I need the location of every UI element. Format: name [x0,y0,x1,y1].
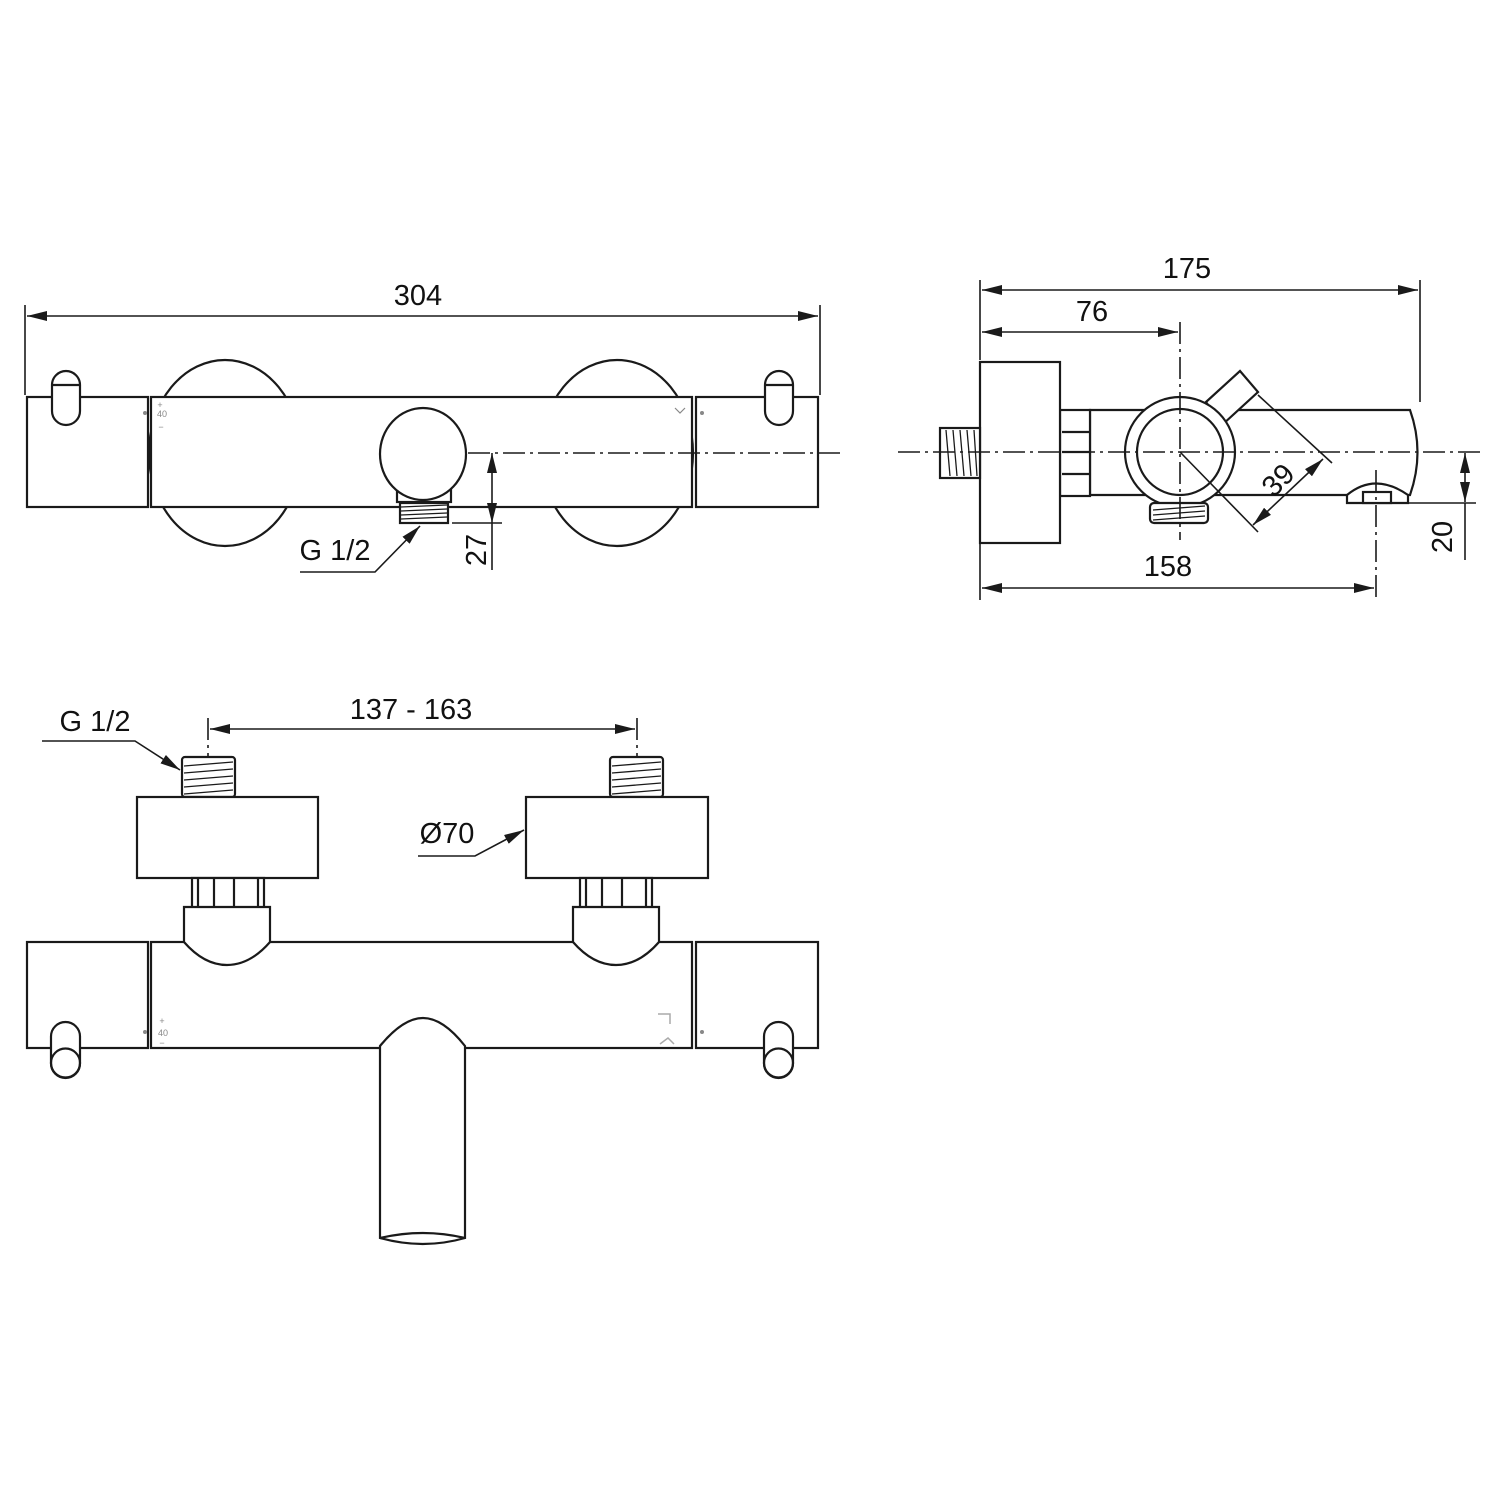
depth-label: 175 [1163,253,1211,285]
svg-text:+: + [159,1016,164,1026]
inlet-elbow-left [182,905,272,967]
shower-outlet-thread [1148,501,1210,525]
diverter-dimension-line [1252,458,1324,526]
shower-outlet [378,406,468,502]
front-view: 304 + 40 − 27 G 1 [24,280,842,573]
svg-text:40: 40 [158,1028,168,1038]
inlet-stem-left [190,876,266,910]
handle-cap-left [25,395,150,509]
thread-leader [42,740,181,771]
union-nut [1058,408,1092,498]
inlet-spacing-label: 137 - 163 [350,694,473,726]
flange-diameter-label: Ø70 [420,818,475,850]
outlet-thread [398,501,450,525]
wall-flange-right [524,795,710,880]
handle-pin-right [763,369,795,427]
support-drop-label: 20 [1427,521,1459,553]
side-view: 175 76 39 [898,253,1482,600]
thread-label: G 1/2 [300,535,371,567]
thread-leader [300,525,421,573]
inlet-stem-right [578,876,654,910]
inlet-thread [938,426,982,480]
svg-text:+: + [157,400,162,410]
temperature-scale-marks: + 40 − [143,1013,704,1048]
inlet-thread-left [180,755,237,799]
wall-flange-left [135,795,320,880]
top-view: 137 - 163 + [25,694,820,1246]
bath-spout [378,1016,467,1246]
axis-offset-label: 76 [1076,296,1108,328]
support-depth-label: 158 [1144,551,1192,583]
handle-pin-right [762,1020,795,1080]
flange-diameter-leader [418,829,525,857]
svg-text:−: − [158,422,163,432]
thread-label: G 1/2 [60,706,131,738]
handle-cap-right [694,940,820,1050]
svg-text:40: 40 [157,409,167,419]
handle-pin-left [49,1020,82,1080]
width-dimension-label: 304 [394,280,442,312]
inlet-thread-right [608,755,665,799]
hand-shower-support [1345,482,1410,505]
handle-cap-left [25,940,150,1050]
temperature-scale-marks: + 40 − [143,400,704,432]
inlet-elbow-right [571,905,661,967]
handle-pin-left [50,369,82,427]
handle-cap-right [694,395,820,509]
svg-text:−: − [159,1038,164,1048]
outlet-height-label: 27 [461,534,493,566]
